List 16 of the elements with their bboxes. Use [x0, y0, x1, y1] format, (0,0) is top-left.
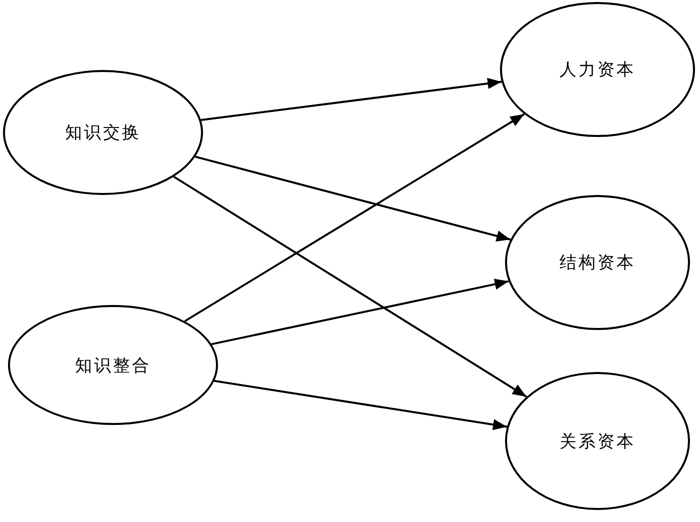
- ellipse-node: [500, 2, 695, 137]
- ellipse-node: [505, 372, 690, 510]
- arrow: [200, 78, 502, 121]
- ellipse-node: [8, 305, 218, 425]
- ellipse-node: [3, 70, 203, 195]
- node-label: 关系资本: [560, 430, 636, 452]
- arrow: [184, 113, 525, 322]
- node-label: 人力资本: [560, 59, 636, 81]
- arrow: [173, 176, 528, 398]
- arrow: [214, 380, 508, 430]
- node-label: 知识整合: [75, 354, 151, 376]
- ellipse-node: [505, 195, 690, 330]
- arrow: [211, 278, 509, 346]
- node-label: 结构资本: [560, 252, 636, 274]
- arrow: [194, 156, 511, 242]
- node-label: 知识交换: [65, 122, 141, 144]
